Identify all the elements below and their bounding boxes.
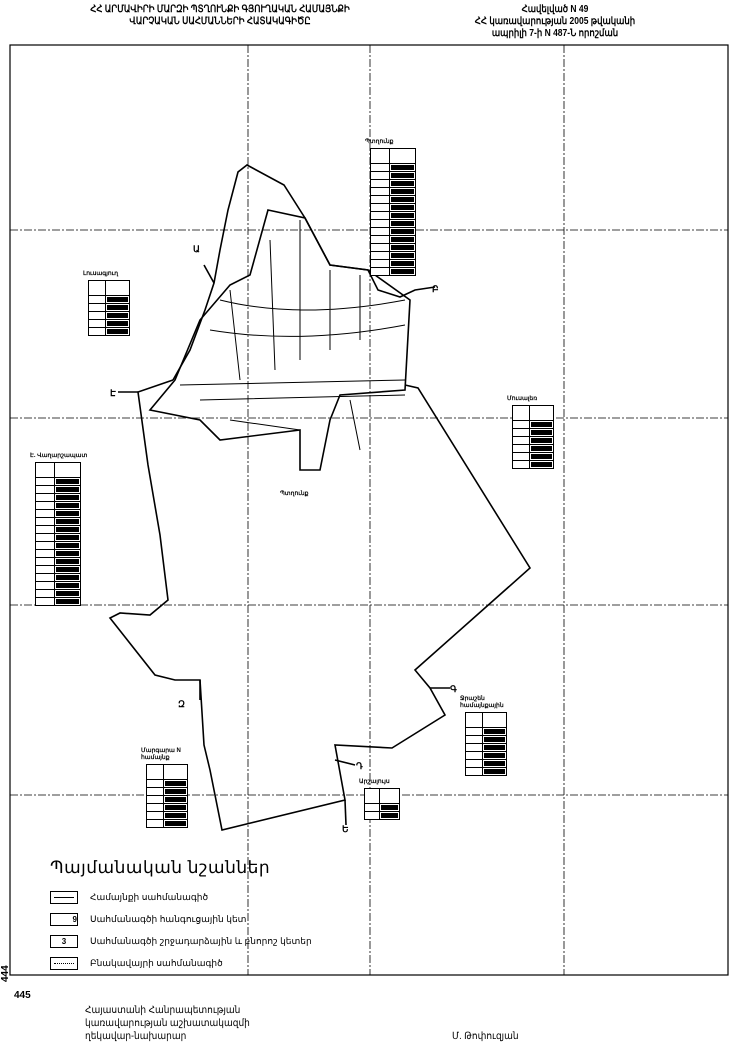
- table-title: Պտղունք: [365, 139, 394, 145]
- title-line-1: ՀՀ ԱՐՄԱՎԻՐԻ ՄԱՐԶԻ ՊՏՂՈՒՆՔԻ ԳՅՈՒՂԱԿԱՆ ՀԱՄ…: [90, 4, 350, 15]
- legend-item-node-point: 9 Սահմանագծի հանգուցային կետ: [50, 908, 312, 930]
- legend-item-turn-points: 3 Սահմանագծի շրջադարձային և բնորոշ կետեր: [50, 930, 312, 952]
- point-letters: Ա Բ Գ Դ Ե Զ Է Պտղունք 444 445: [0, 244, 457, 1001]
- point-label-e2: Է: [110, 388, 116, 398]
- point-label-g: Գ: [450, 684, 457, 694]
- coordinates-table-1: Պտղունք: [365, 139, 416, 276]
- legend-title: Պայմանական նշաններ: [50, 858, 271, 877]
- legend-item-settlement-boundary: Բնակավայրի սահմանագիծ: [50, 952, 312, 974]
- settlement-label: Պտղունք: [280, 490, 309, 497]
- dotted-line-swatch: [50, 956, 78, 970]
- community-boundary: [108, 164, 532, 831]
- frame-border: [9, 44, 729, 976]
- legend-item-community-boundary: Համայնքի սահմանագիծ: [50, 886, 312, 908]
- legend-label: Բնակավայրի սահմանագիծ: [90, 957, 223, 968]
- coordinates-table-2: Լուսագյուղ: [83, 271, 130, 336]
- appendix-line-2: ՀՀ կառավարության 2005 թվականի: [474, 16, 636, 27]
- table-title: Մուսալեռ: [507, 396, 538, 402]
- point-label-e: Ե: [342, 824, 349, 834]
- point-label-a: Ա: [193, 244, 200, 254]
- map-legend: Պայմանական նշաններ Համայնքի սահմանագիծ 9…: [50, 858, 312, 974]
- table-title: Լուսագյուղ: [83, 271, 119, 277]
- signatory-name: Մ. Թոփուզյան: [452, 1031, 519, 1042]
- coordinates-table-5: Ջրաշեն համայնքային: [460, 696, 507, 776]
- table-title: Է. Վաղարշապատ: [30, 453, 88, 459]
- signatory-line-1: Հայաստանի Հանրապետության: [85, 1005, 241, 1016]
- node-point-swatch: 9: [50, 912, 78, 926]
- turn-point-swatch: 3: [50, 934, 78, 948]
- table-title: Արշալույս: [359, 779, 390, 785]
- coordinates-table-4: Մուսալեռ: [507, 396, 554, 469]
- solid-line-swatch: [50, 890, 78, 904]
- point-label-b: Բ: [432, 284, 439, 294]
- map-frame: [9, 44, 729, 976]
- document-title: ՀՀ ԱՐՄԱՎԻՐԻ ՄԱՐԶԻ ՊՏՂՈՒՆՔԻ ԳՅՈՒՂԱԿԱՆ ՀԱՄ…: [84, 4, 356, 28]
- turn-sample: 3: [61, 936, 67, 946]
- point-label-d: Դ: [356, 761, 363, 771]
- signatory-line-2: կառավարության աշխատակազմի: [85, 1018, 250, 1029]
- point-label-z: Զ: [178, 699, 185, 709]
- grid-number-445: 445: [14, 990, 31, 1001]
- grid-number-444: 444: [0, 965, 11, 982]
- appendix-line-3: ապրիլի 7-ի N 487-Ն որոշման: [491, 28, 619, 39]
- coordinates-table-3: Է. Վաղարշապատ: [30, 453, 87, 606]
- appendix-reference: Հավելված N 49 ՀՀ կառավարության 2005 թվակ…: [449, 4, 662, 40]
- title-line-2: ՎԱՐՉԱԿԱՆ ՍԱՀՄԱՆՆԵՐԻ ՀԱՏԱԿԱԳԻԾԸ: [129, 16, 311, 27]
- legend-label: Համայնքի սահմանագիծ: [90, 891, 209, 902]
- table-title: Ջրաշեն համայնքային: [460, 696, 504, 709]
- appendix-number: Հավելված N 49: [521, 4, 589, 15]
- table-title: Մարգարա N համայնք: [141, 748, 181, 761]
- coordinate-grid: [10, 45, 728, 975]
- signatory-title: Հայաստանի Հանրապետության կառավարության ա…: [85, 1004, 250, 1043]
- coordinates-table-7: Արշալույս: [359, 779, 400, 820]
- legend-label: Սահմանագծի շրջադարձային և բնորոշ կետեր: [90, 935, 312, 946]
- node-sample: 9: [72, 914, 77, 924]
- signatory-line-3: ղեկավար-նախարար: [85, 1031, 187, 1042]
- coordinates-table-6: Մարգարա N համայնք: [141, 748, 188, 828]
- legend-label: Սահմանագծի հանգուցային կետ: [90, 913, 247, 924]
